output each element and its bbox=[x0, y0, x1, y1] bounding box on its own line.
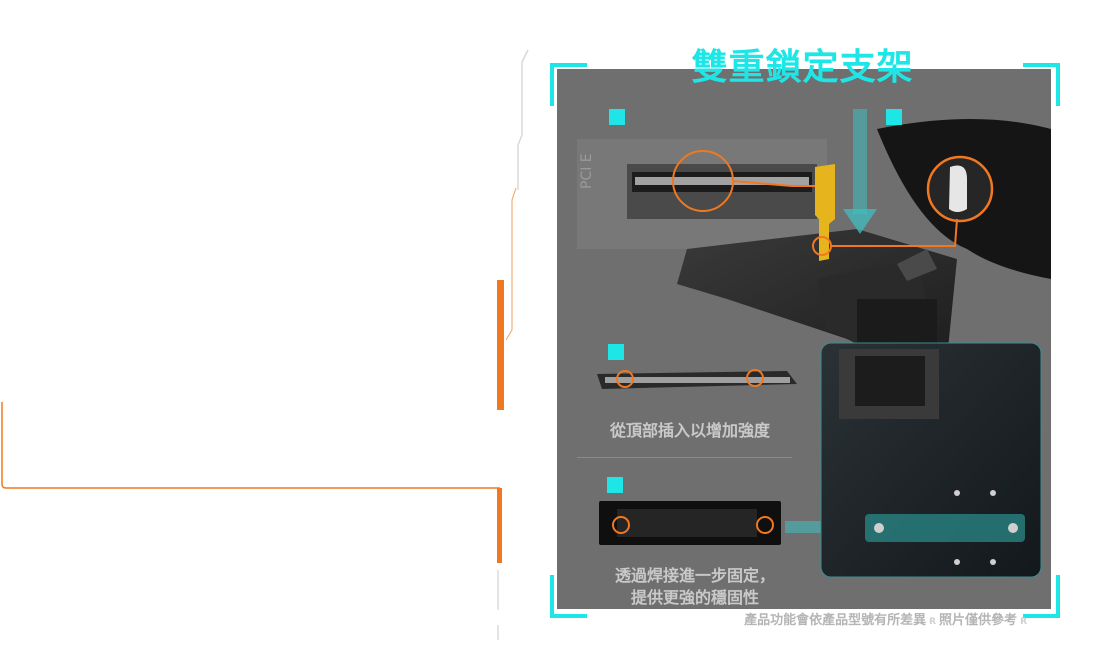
divider bbox=[577, 457, 792, 458]
svg-text:PCI E: PCI E bbox=[579, 153, 595, 189]
slot-side-view bbox=[597, 369, 797, 389]
footer-note-1: 產品功能會依產品型號有所差異 bbox=[744, 613, 927, 628]
marker-square-2 bbox=[886, 109, 902, 125]
illustration: PCI E bbox=[577, 109, 1051, 578]
footer-sep-2: R bbox=[1020, 617, 1027, 627]
left-decoration bbox=[1, 49, 529, 640]
caption-top-insert: 從頂部插入以增加強度 bbox=[609, 421, 770, 440]
motherboard-view bbox=[820, 342, 1042, 578]
footer-note-2: 照片僅供參考 bbox=[939, 613, 1018, 628]
solder-strip bbox=[599, 501, 781, 545]
marker-square-4 bbox=[607, 477, 623, 493]
page-title: 雙重鎖定支架 bbox=[691, 47, 914, 88]
caption-solder-line2: 提供更強的穩固性 bbox=[630, 588, 759, 607]
feature-panel: PCI E bbox=[557, 69, 1051, 609]
footer-sep-1: R bbox=[929, 617, 937, 627]
marker-square-1 bbox=[609, 109, 625, 125]
marker-square-3 bbox=[608, 344, 624, 360]
closeup-latch bbox=[877, 119, 1051, 279]
pcie-slot-angled bbox=[677, 229, 957, 359]
pcie-slot-top-view: PCI E bbox=[577, 139, 827, 249]
caption-solder-line1: 透過焊接進一步固定， bbox=[614, 566, 775, 585]
caption-solder: 透過焊接進一步固定， 提供更強的穩固性 bbox=[585, 565, 805, 609]
callouts bbox=[672, 150, 958, 256]
down-arrow bbox=[843, 109, 877, 234]
